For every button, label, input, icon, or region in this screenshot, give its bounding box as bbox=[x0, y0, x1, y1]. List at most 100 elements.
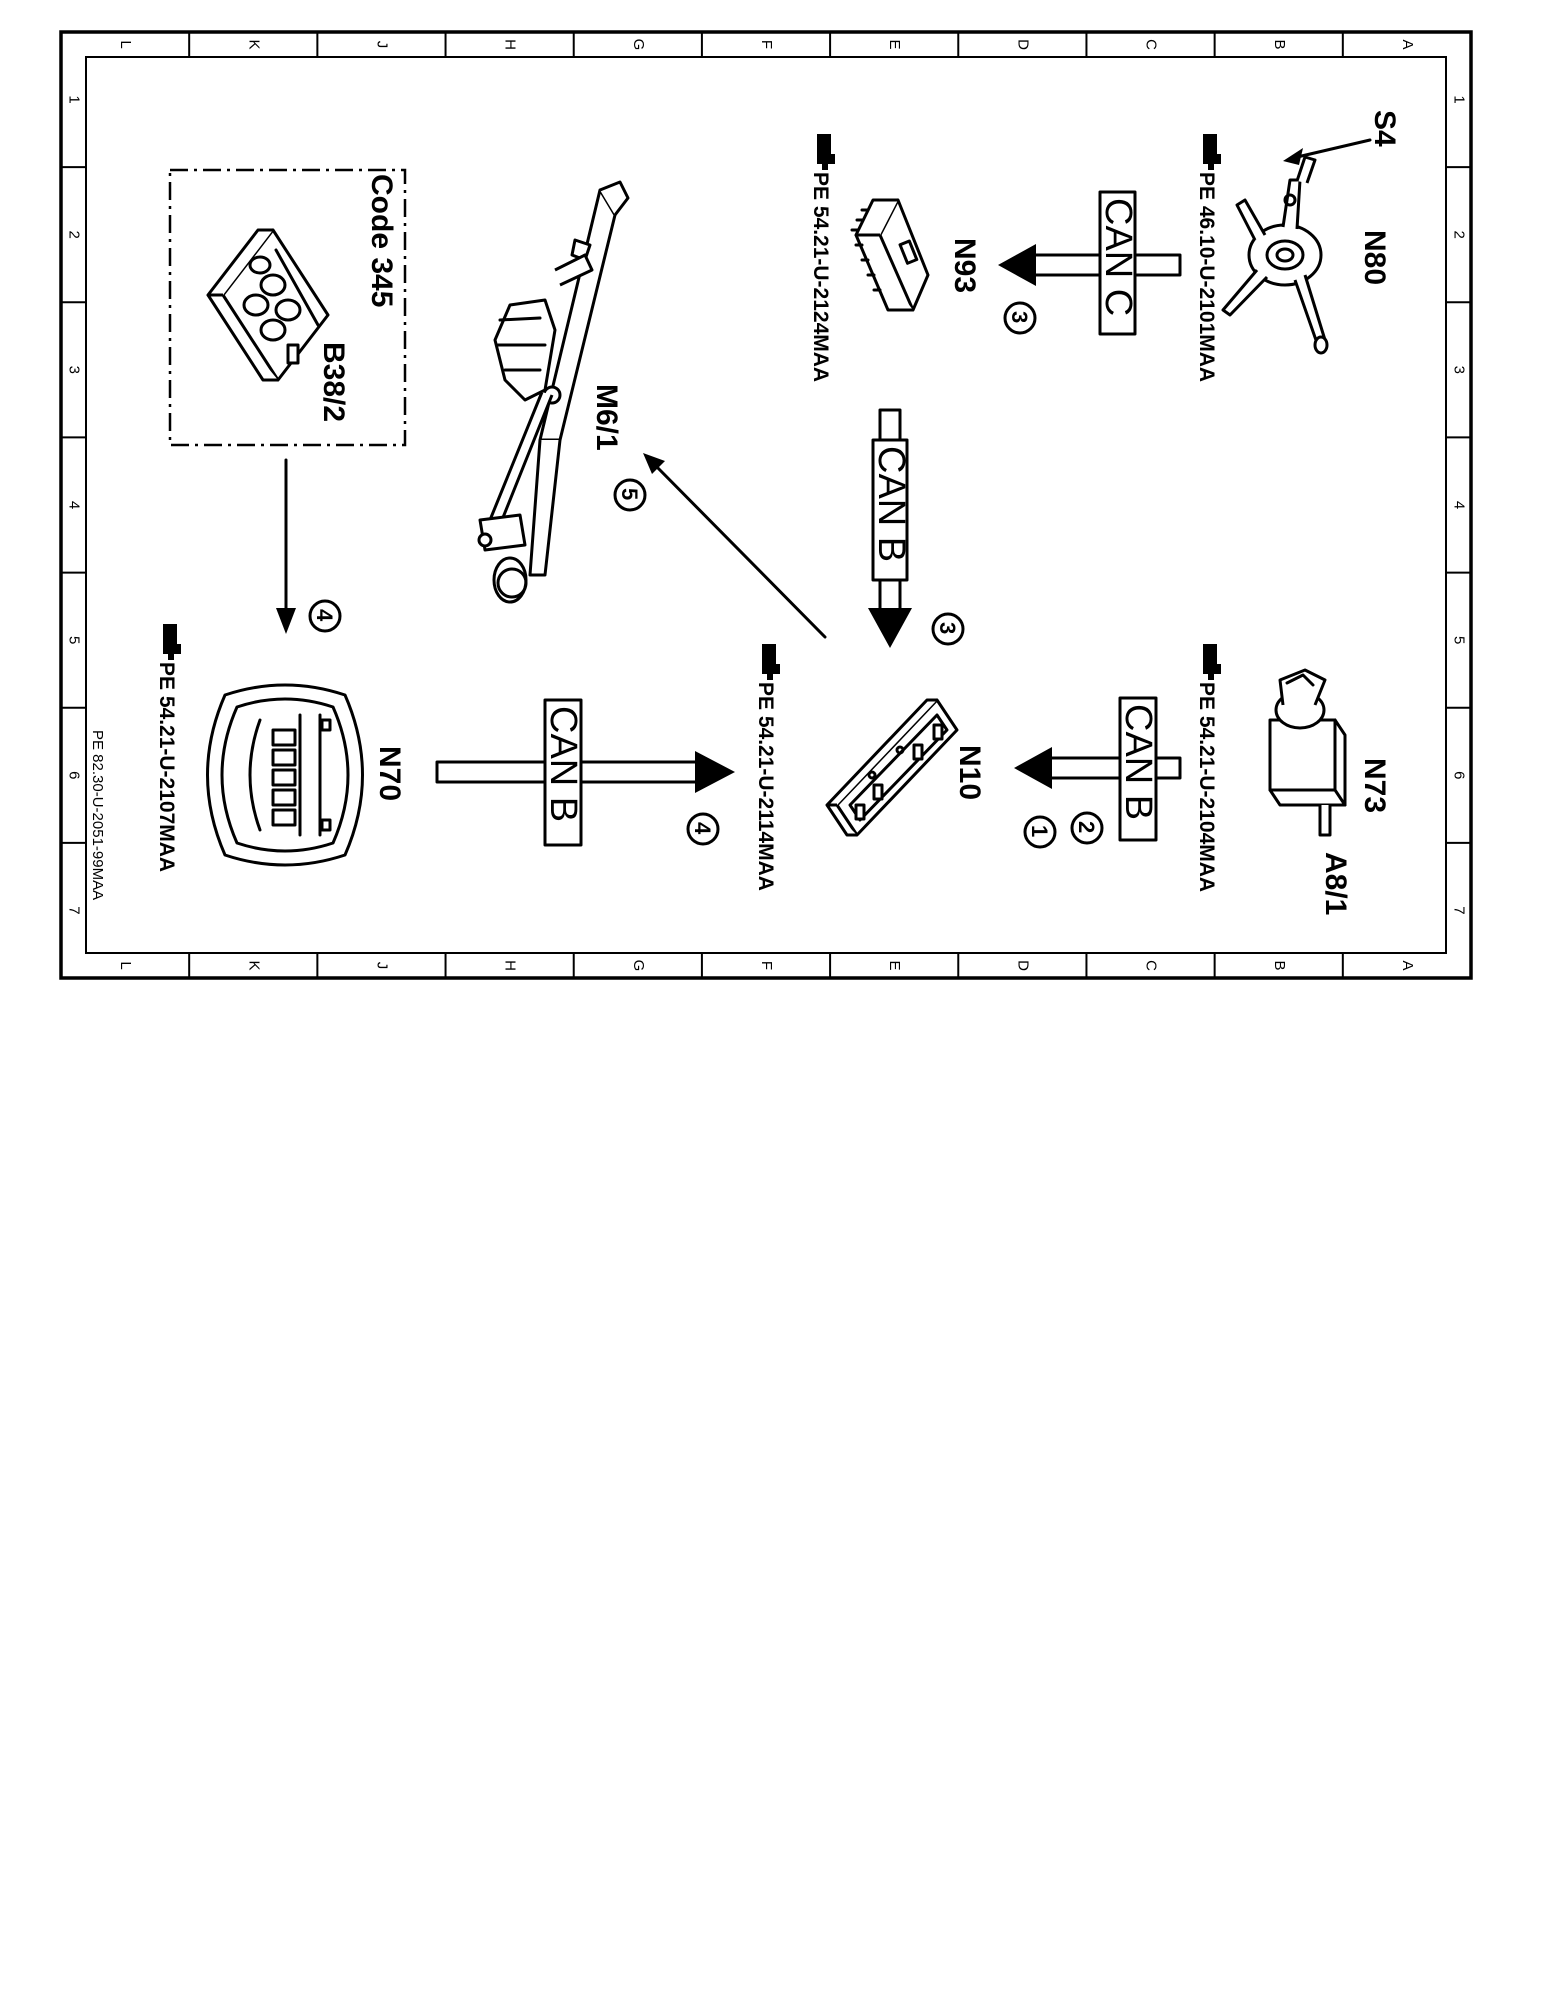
step-badge: 5 bbox=[613, 478, 647, 512]
grid-row-label: 3 bbox=[66, 366, 83, 374]
grid-column-label: A bbox=[1399, 39, 1416, 49]
n93-control-module bbox=[850, 198, 930, 312]
svg-text:3: 3 bbox=[1007, 311, 1032, 323]
grid-column-label: G bbox=[630, 960, 647, 972]
control-module-icon bbox=[850, 198, 930, 312]
grid-row-label: 5 bbox=[1451, 636, 1468, 644]
step-badge: 4 bbox=[686, 812, 720, 846]
svg-text:4: 4 bbox=[312, 609, 337, 622]
n80-ref: PE 46.10-U-2101MAA bbox=[1195, 172, 1218, 382]
b38-2-rain-sensor bbox=[206, 228, 330, 382]
rain-sensor-icon bbox=[206, 228, 330, 382]
grid-column-label: L bbox=[117, 40, 134, 48]
s4-arrowhead bbox=[1283, 148, 1303, 165]
grid-column-label: K bbox=[245, 960, 262, 970]
grid-column-label: L bbox=[117, 961, 134, 969]
n10-to-m6-arrowhead bbox=[643, 453, 665, 474]
n70-ref: PE 54.21-U-2107MAA bbox=[155, 662, 178, 872]
step-badge: 3 bbox=[1003, 301, 1037, 335]
n73-lamp-switch bbox=[1268, 668, 1347, 837]
svg-text:1: 1 bbox=[1027, 825, 1052, 837]
step-badge: 1 bbox=[1023, 815, 1057, 849]
can-b-vertical-label: CAN B bbox=[870, 446, 912, 562]
step-badge: 4 bbox=[308, 599, 342, 633]
svg-text:3: 3 bbox=[935, 622, 960, 634]
n93-ref: PE 54.21-U-2124MAA bbox=[809, 172, 832, 382]
can-b-n70-connection: CAN B bbox=[435, 698, 735, 847]
grid-row-label: 4 bbox=[66, 501, 83, 509]
b38-to-n70-arrowhead bbox=[276, 608, 296, 634]
lamp-switch-icon bbox=[1268, 668, 1347, 837]
reference-hand-icon bbox=[762, 644, 780, 680]
grid-column-label: B bbox=[1271, 960, 1288, 970]
outer-frame bbox=[59, 30, 1473, 980]
grid-column-label: G bbox=[630, 39, 647, 51]
overhead-control-panel-icon bbox=[206, 683, 364, 867]
can-b-n73-label: CAN B bbox=[1117, 704, 1159, 820]
can-b-n73-connection: CAN B bbox=[1014, 696, 1182, 842]
grid-column-label: H bbox=[502, 39, 519, 50]
grid-column-label: D bbox=[1014, 960, 1031, 971]
s4-label: S4 bbox=[1368, 110, 1401, 147]
grid-row-label: 6 bbox=[66, 771, 83, 779]
grid-row-label: 3 bbox=[1451, 366, 1468, 374]
svg-text:4: 4 bbox=[690, 822, 715, 835]
n70-label: N70 bbox=[373, 746, 406, 801]
grid-column-label: D bbox=[1014, 39, 1031, 50]
n10-control-module bbox=[825, 698, 959, 837]
n80-label: N80 bbox=[1358, 230, 1391, 285]
step-badge: 2 bbox=[1070, 811, 1104, 845]
grid-row-label: 4 bbox=[1451, 501, 1468, 509]
grid-column-label: E bbox=[886, 39, 903, 49]
reference-hand-icon bbox=[163, 624, 181, 660]
grid-row-label: 7 bbox=[1451, 906, 1468, 914]
wiper-linkage-icon bbox=[477, 180, 630, 604]
a8-1-label: A8/1 bbox=[1319, 852, 1352, 915]
grid-column-label: J bbox=[373, 41, 390, 49]
n80-combination-switch bbox=[1221, 155, 1329, 355]
m6-1-wiper-linkage bbox=[477, 180, 630, 604]
svg-text:2: 2 bbox=[1074, 821, 1099, 833]
step-badge: 3 bbox=[931, 612, 965, 646]
grid-row-label: 1 bbox=[66, 95, 83, 103]
can-c-label: CAN C bbox=[1097, 198, 1139, 316]
grid-row-label: 2 bbox=[1451, 231, 1468, 239]
b38-2-label: B38/2 bbox=[317, 342, 350, 422]
can-b-vertical-connection: CAN B bbox=[868, 408, 912, 648]
n73-ref: PE 54.21-U-2104MAA bbox=[1195, 682, 1218, 892]
grid-column-label: C bbox=[1143, 960, 1160, 971]
reference-hand-icon bbox=[817, 134, 835, 170]
n70-overhead-control-panel bbox=[206, 683, 364, 867]
grid-column-label: C bbox=[1143, 39, 1160, 50]
n10-label: N10 bbox=[953, 745, 986, 800]
grid-column-label: A bbox=[1399, 960, 1416, 970]
code-345-label: Code 345 bbox=[365, 174, 398, 307]
grid-lines bbox=[61, 32, 1471, 978]
grid-row-label: 2 bbox=[66, 231, 83, 239]
can-b-n70-label: CAN B bbox=[542, 706, 584, 822]
n10-to-m6-arrow bbox=[651, 461, 827, 639]
svg-text:5: 5 bbox=[617, 488, 642, 500]
grid-column-label: H bbox=[502, 960, 519, 971]
inner-frame bbox=[85, 56, 1447, 954]
grid-column-label: K bbox=[245, 39, 262, 49]
control-module-icon bbox=[825, 698, 959, 837]
reference-hand-icon bbox=[1203, 644, 1221, 680]
grid-column-label: J bbox=[373, 962, 390, 970]
n10-ref: PE 54.21-U-2114MAA bbox=[754, 682, 777, 891]
m6-1-label: M6/1 bbox=[590, 384, 623, 451]
s4-arrow bbox=[1291, 138, 1372, 160]
grid-column-label: F bbox=[758, 40, 775, 49]
document-id: PE 82.30-U-2051-99MAA bbox=[89, 730, 106, 900]
n73-label: N73 bbox=[1358, 758, 1391, 813]
reference-hand-icon bbox=[1203, 134, 1221, 170]
combination-switch-icon bbox=[1221, 155, 1329, 355]
grid-column-label: F bbox=[758, 961, 775, 970]
code-345-box bbox=[168, 168, 407, 447]
grid-row-label: 5 bbox=[66, 636, 83, 644]
can-c-connection: CAN C bbox=[998, 190, 1182, 336]
grid-column-label: E bbox=[886, 960, 903, 970]
grid-column-label: B bbox=[1271, 39, 1288, 49]
